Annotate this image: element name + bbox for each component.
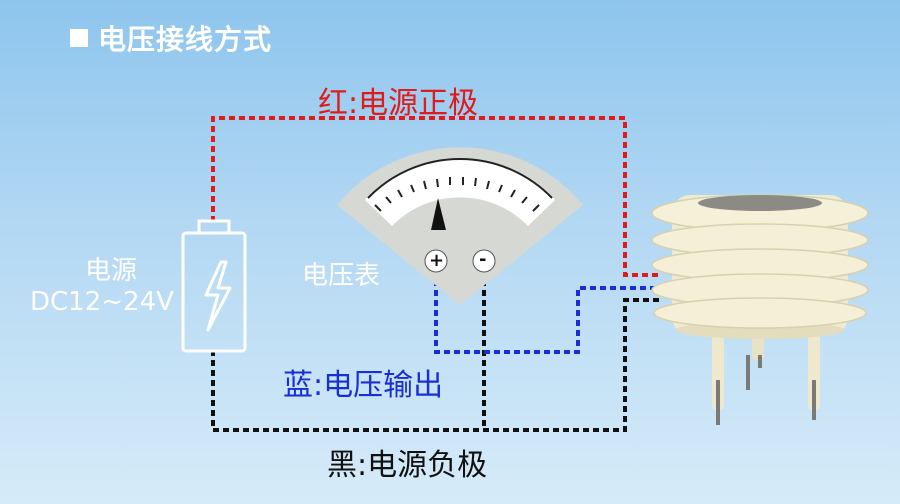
meter-minus-terminal: - (479, 249, 487, 270)
black-wire (211, 298, 660, 432)
blue-wire-label: 蓝:电压输出 (283, 368, 444, 403)
black-wire-label: 黑:电源负极 (327, 448, 488, 483)
power-supply-label: 电源 (85, 256, 138, 286)
red-wire (211, 116, 660, 277)
lightning-bolt-icon (204, 260, 232, 332)
page-title: 电压接线方式 (70, 18, 272, 58)
power-supply (181, 219, 247, 353)
power-supply-spec: DC12~24V (30, 287, 174, 317)
voltmeter (337, 147, 583, 305)
meter-needle (431, 198, 446, 230)
blue-wire (434, 270, 660, 354)
sensor-shield (651, 194, 869, 425)
square-bullet-icon (70, 29, 88, 47)
title-text: 电压接线方式 (98, 23, 273, 56)
voltmeter-label: 电压表 (302, 261, 381, 291)
meter-plus-terminal: + (429, 250, 445, 271)
red-wire-label: 红:电源正极 (318, 86, 479, 121)
